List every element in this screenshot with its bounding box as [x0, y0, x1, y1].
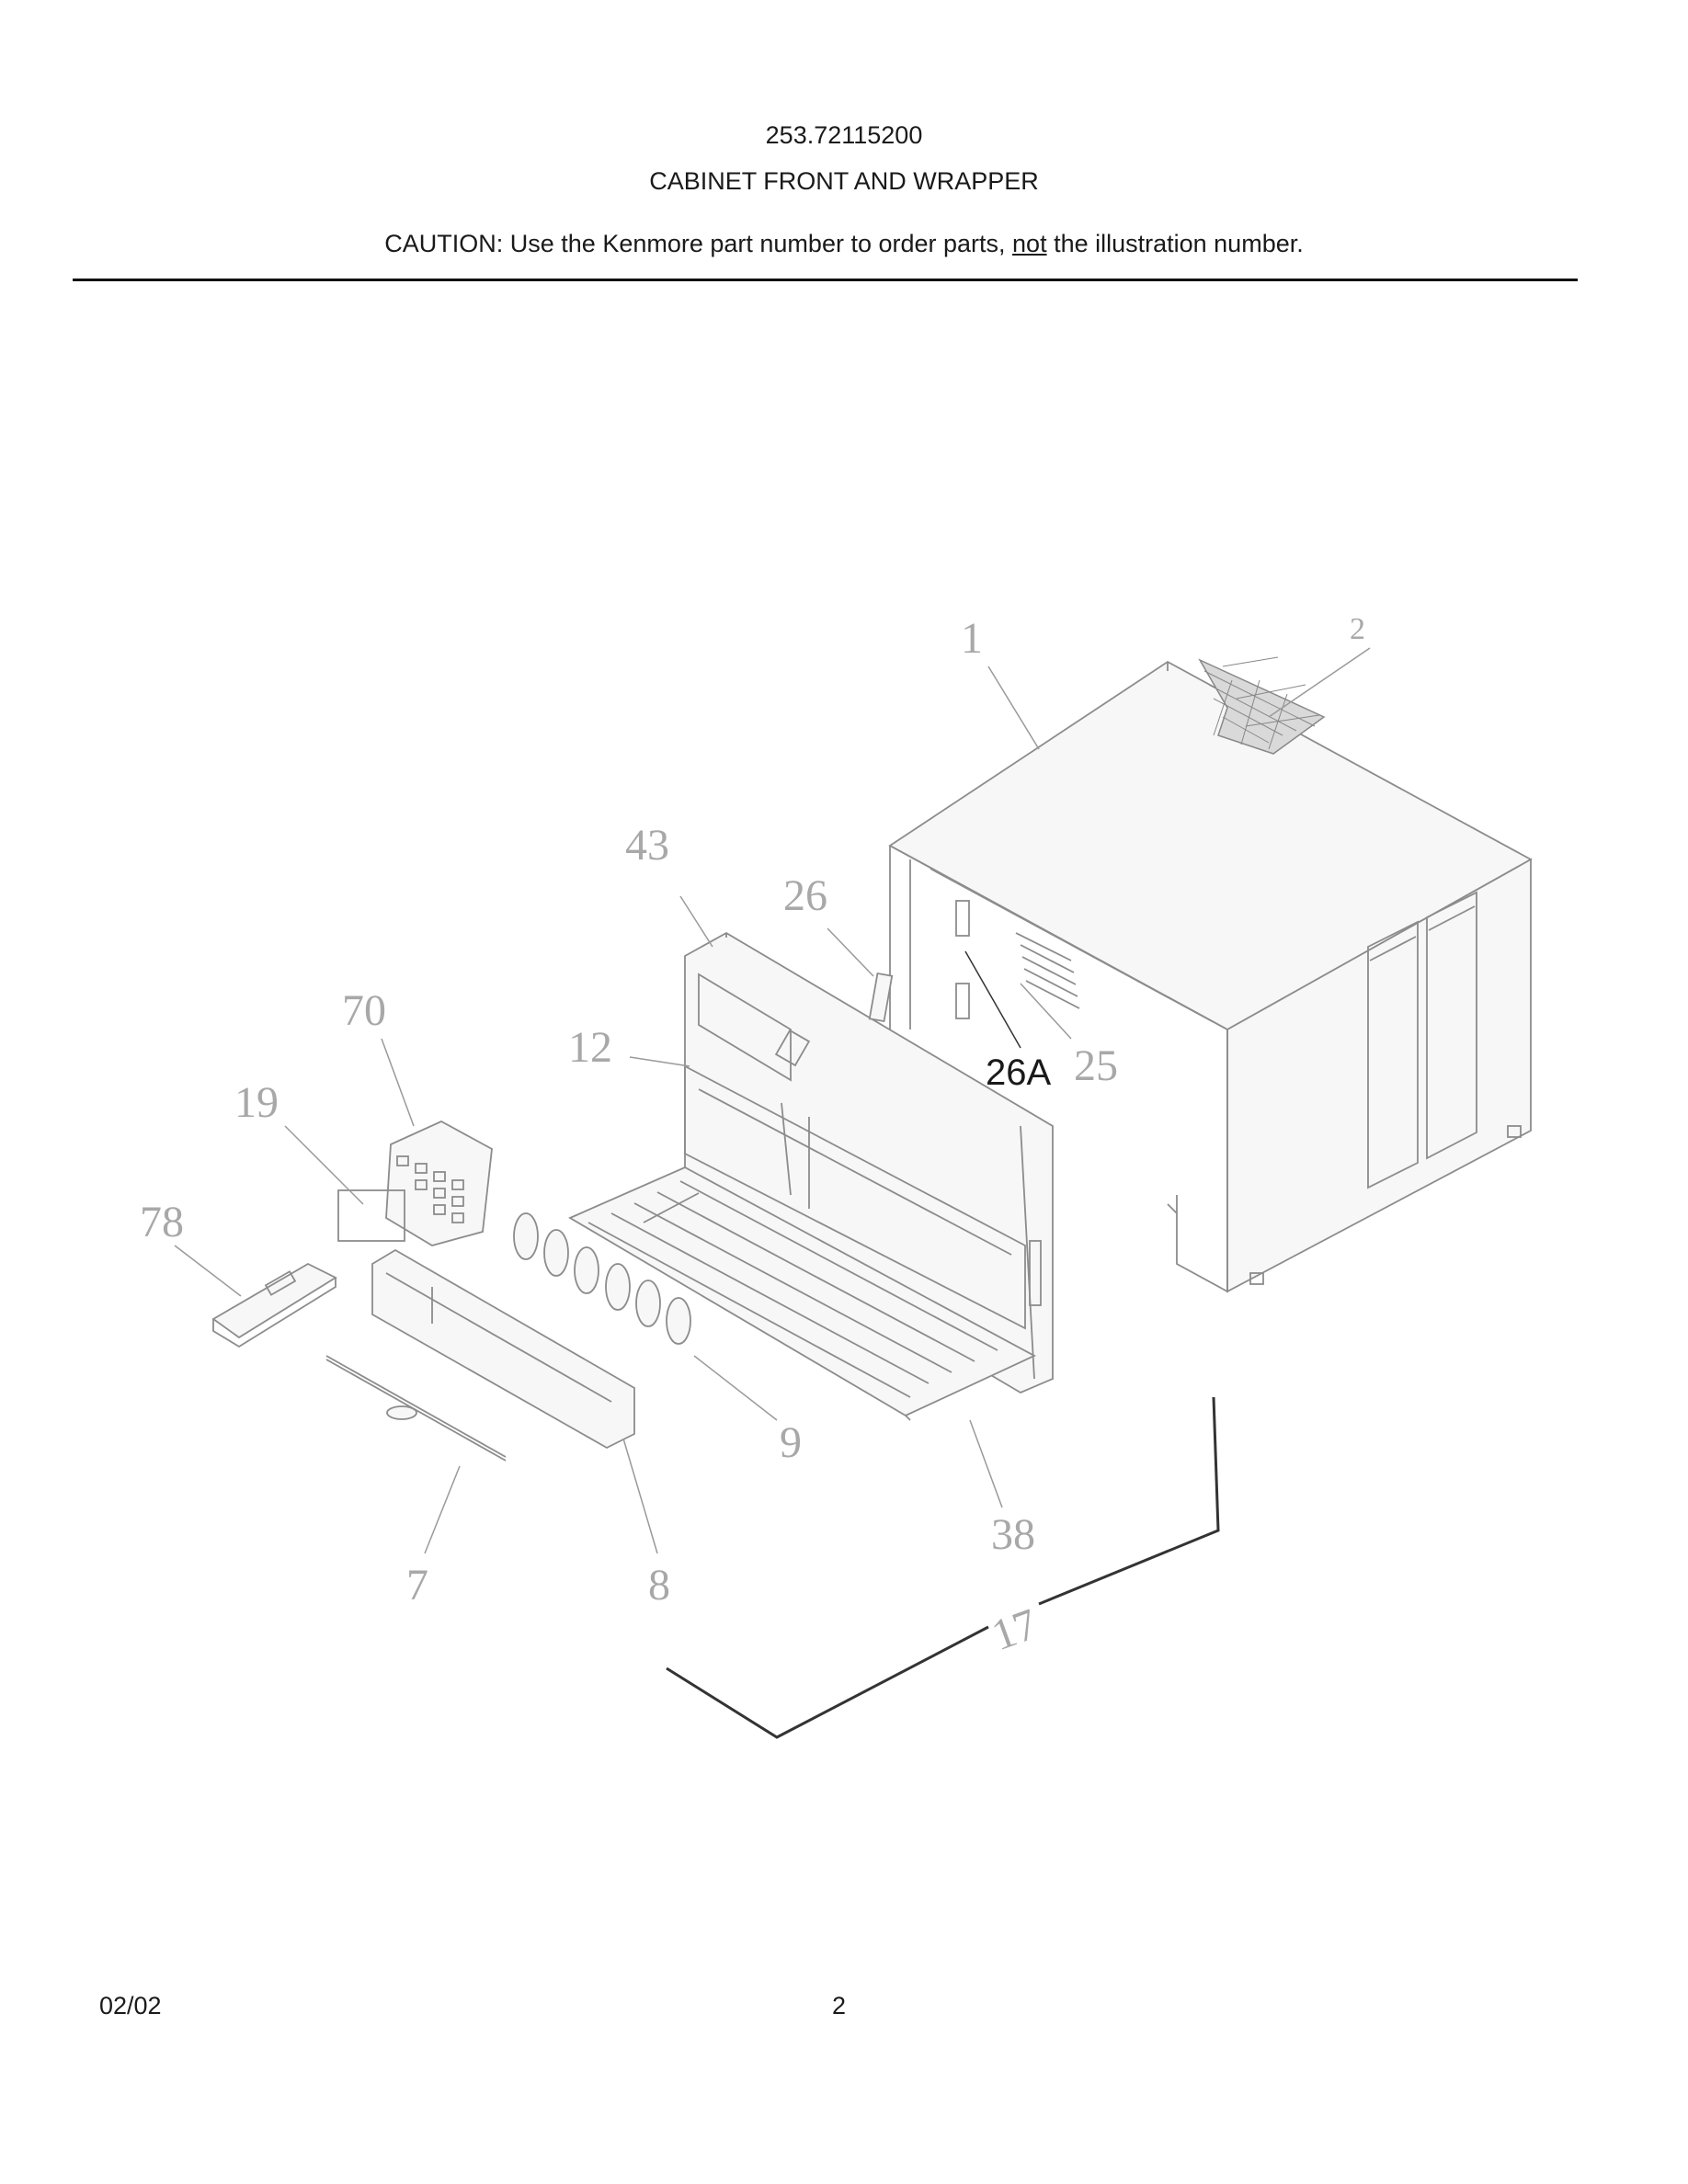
callout-38: 38	[991, 1510, 1035, 1559]
trim-strip	[325, 1355, 507, 1462]
callout-70: 70	[342, 986, 386, 1035]
caution-suffix: the illustration number.	[1046, 230, 1304, 257]
revision-date: 02/02	[99, 1992, 162, 2019]
callout-19: 19	[234, 1078, 279, 1127]
discharge-grille	[371, 1248, 635, 1450]
inner-grille	[1015, 932, 1080, 1009]
callout-43: 43	[625, 821, 669, 870]
control-panel	[385, 1120, 493, 1246]
cabinet-wrapper	[888, 660, 1533, 1293]
callout-labels: 1 2 43 26 26A 25 12 70 19 78 9 38 7 8 17	[140, 612, 1365, 1660]
callout-7: 7	[406, 1561, 428, 1610]
callout-12: 12	[568, 1023, 612, 1072]
callout-25: 25	[1074, 1041, 1118, 1090]
label-sticker	[337, 1189, 405, 1242]
leader-lines	[174, 647, 1371, 1554]
callout-26a: 26A	[986, 1052, 1051, 1093]
callout-9: 9	[780, 1418, 802, 1467]
model-number: 253.72115200	[765, 121, 923, 149]
callout-8: 8	[648, 1561, 670, 1610]
callout-2: 2	[1350, 612, 1365, 646]
intake-tray	[568, 1166, 1037, 1421]
callout-17: 17	[986, 1599, 1044, 1660]
caution-emphasis: not	[1012, 230, 1047, 257]
side-louvers	[1367, 891, 1477, 1189]
assembly-bracket-17	[666, 1396, 1220, 1739]
header-rule	[73, 279, 1578, 281]
insulation-mesh	[1198, 656, 1326, 755]
caution-note: CAUTION: Use the Kenmore part number to …	[0, 230, 1688, 258]
caution-prefix: CAUTION: Use the Kenmore part number to …	[384, 230, 1013, 257]
air-filter	[684, 1064, 1026, 1330]
page-number: 2	[832, 1992, 847, 2019]
callout-26: 26	[783, 871, 827, 920]
side-bracket	[868, 972, 894, 1023]
section-title: CABINET FRONT AND WRAPPER	[649, 167, 1039, 195]
callout-1: 1	[961, 614, 983, 663]
louver-set	[513, 1212, 691, 1345]
remote-control	[211, 1262, 337, 1348]
callout-78: 78	[140, 1198, 184, 1246]
